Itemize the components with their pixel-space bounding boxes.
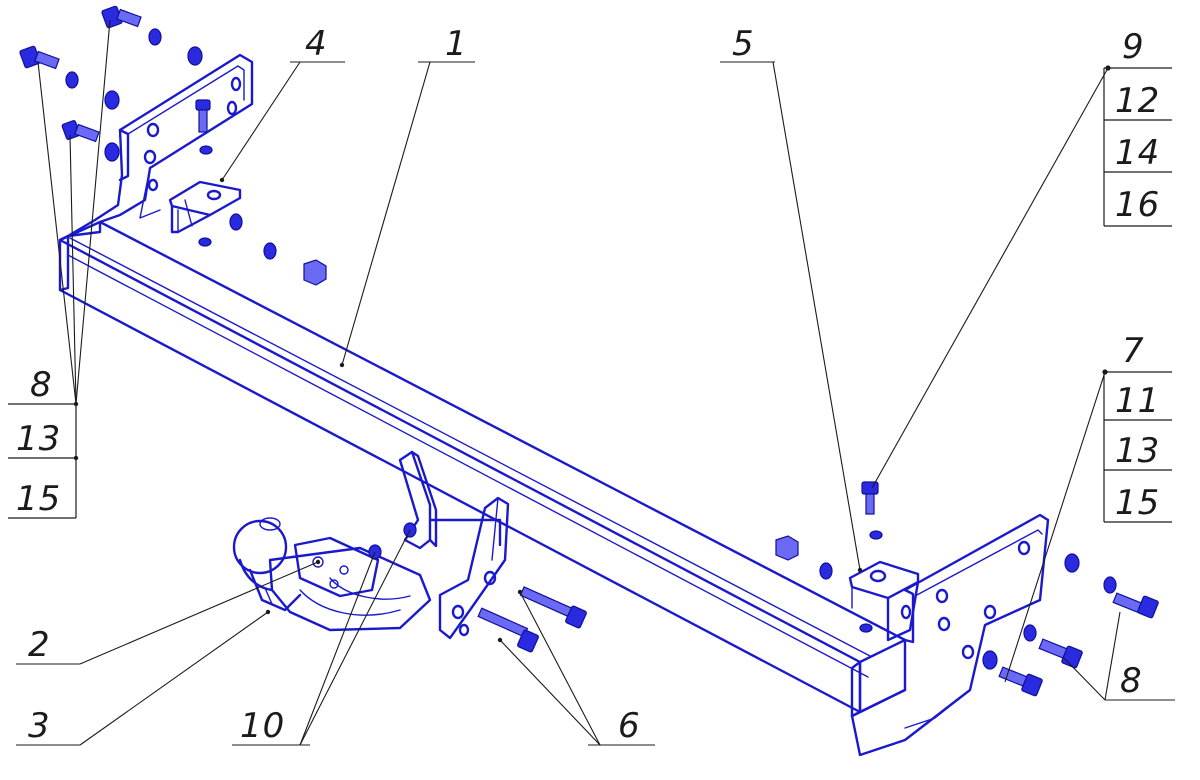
bolt-center-1 xyxy=(519,586,587,629)
callout-13-left: 13 xyxy=(16,419,61,459)
bolt-top-left-3 xyxy=(61,120,100,143)
bolt-vertical-right xyxy=(861,481,879,515)
right-washers-nuts xyxy=(775,530,1117,670)
callout-3: 3 xyxy=(28,706,51,746)
callout-10: 10 xyxy=(240,706,285,746)
callout-13-right: 13 xyxy=(1115,431,1160,471)
callout-6: 6 xyxy=(618,706,641,746)
bolt-top-left-2 xyxy=(19,45,60,70)
left-mounting-plate xyxy=(66,53,254,238)
left-small-bracket xyxy=(168,180,242,234)
leader-lines xyxy=(16,19,1175,746)
callout-labels: 1 4 5 9 12 14 16 7 11 13 15 8 8 13 15 2 … xyxy=(16,24,1160,746)
tow-ball xyxy=(232,517,302,612)
bolt-center-2 xyxy=(477,607,539,653)
left-bolts xyxy=(19,5,211,143)
callout-14: 14 xyxy=(1115,133,1160,173)
ball-mount-neck xyxy=(268,536,432,632)
callout-8-left: 8 xyxy=(30,365,53,405)
cross-beam xyxy=(58,220,907,718)
callout-5: 5 xyxy=(732,24,755,64)
left-washers-nuts xyxy=(65,28,327,286)
callout-15-left: 15 xyxy=(16,479,61,519)
bolt-right-1 xyxy=(1112,592,1159,619)
bolt-right-2 xyxy=(1038,638,1083,669)
callout-15-right: 15 xyxy=(1115,483,1160,523)
bolt-vertical-left xyxy=(195,99,211,133)
callout-table-top-right xyxy=(1103,67,1172,227)
callout-4: 4 xyxy=(305,24,328,64)
callout-1: 1 xyxy=(445,24,468,64)
right-small-bracket xyxy=(848,560,920,642)
callout-11: 11 xyxy=(1115,381,1160,421)
right-mounting-plate xyxy=(850,513,1050,757)
bolt-right-3 xyxy=(998,666,1043,697)
callout-table-bottom-right xyxy=(1103,371,1172,523)
hitch-side-plates xyxy=(398,450,510,640)
right-bolts xyxy=(861,481,1159,697)
callout-16: 16 xyxy=(1115,185,1160,225)
callout-12: 12 xyxy=(1115,81,1160,121)
bolt-top-left-1 xyxy=(101,5,142,29)
callout-7: 7 xyxy=(1122,331,1145,371)
callout-2: 2 xyxy=(28,625,51,665)
center-bolts xyxy=(368,522,587,653)
callout-8-right: 8 xyxy=(1120,661,1143,701)
callout-9: 9 xyxy=(1122,27,1145,67)
callout-table-left xyxy=(8,403,77,519)
